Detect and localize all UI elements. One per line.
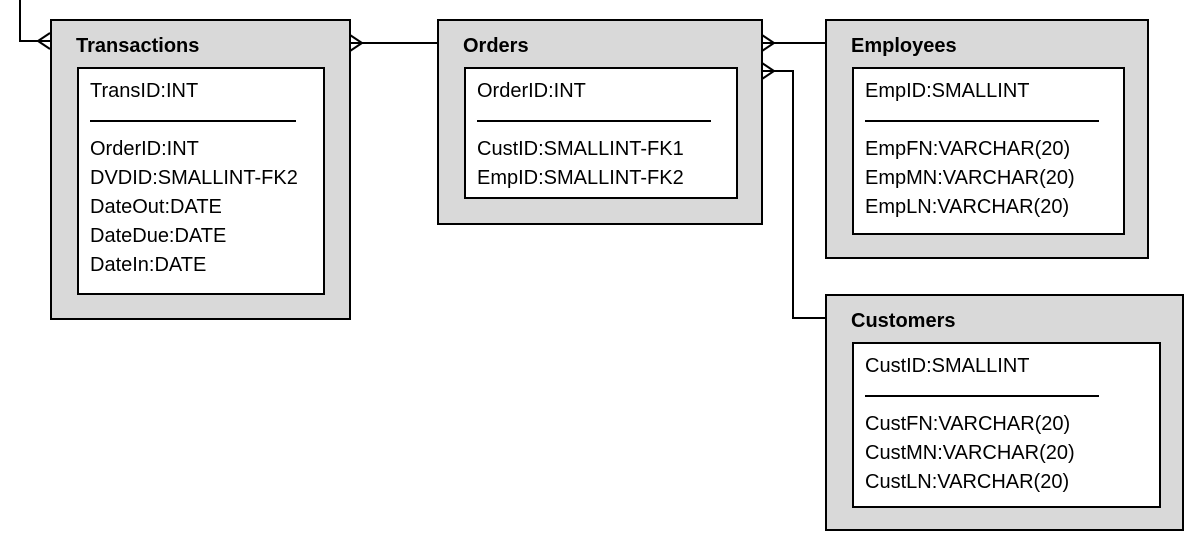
entity-customers: Customers CustID:SMALLINT CustFN:VARCHAR… — [825, 294, 1184, 531]
entity-attributes-box: TransID:INT OrderID:INT DVDID:SMALLINT-F… — [77, 67, 325, 295]
entity-title: Transactions — [76, 35, 200, 57]
primary-key: EmpID:SMALLINT — [865, 80, 1030, 102]
attribute: EmpMN:VARCHAR(20) — [865, 167, 1075, 189]
entity-attributes-box: CustID:SMALLINT CustFN:VARCHAR(20) CustM… — [852, 342, 1161, 508]
attribute: OrderID:INT — [90, 138, 199, 160]
attribute: EmpFN:VARCHAR(20) — [865, 138, 1071, 160]
attribute: DateOut:DATE — [90, 196, 222, 218]
attribute: DVDID:SMALLINT-FK2 — [90, 167, 298, 189]
attribute: CustID:SMALLINT-FK1 — [477, 138, 684, 160]
key-divider — [90, 120, 296, 122]
attribute: EmpLN:VARCHAR(20) — [865, 196, 1070, 218]
primary-key: OrderID:INT — [477, 80, 586, 102]
primary-key: CustID:SMALLINT — [865, 355, 1030, 377]
entity-orders: Orders OrderID:INT CustID:SMALLINT-FK1 E… — [437, 19, 763, 225]
entity-title: Customers — [851, 310, 956, 332]
key-divider — [477, 120, 711, 122]
entity-attributes-box: OrderID:INT CustID:SMALLINT-FK1 EmpID:SM… — [464, 67, 738, 199]
attribute: CustLN:VARCHAR(20) — [865, 471, 1070, 493]
key-divider — [865, 395, 1099, 397]
attribute: CustMN:VARCHAR(20) — [865, 442, 1075, 464]
entity-title: Orders — [463, 35, 529, 57]
attribute: DateDue:DATE — [90, 225, 227, 247]
entity-employees: Employees EmpID:SMALLINT EmpFN:VARCHAR(2… — [825, 19, 1149, 259]
crows-foot-transactions-left — [36, 32, 51, 50]
attribute: CustFN:VARCHAR(20) — [865, 413, 1071, 435]
entity-attributes-box: EmpID:SMALLINT EmpFN:VARCHAR(20) EmpMN:V… — [852, 67, 1125, 235]
relationship-line-offscreen-transactions — [19, 0, 50, 42]
crows-foot-transactions-right — [349, 34, 364, 52]
attribute: DateIn:DATE — [90, 254, 207, 276]
entity-title: Employees — [851, 35, 957, 57]
primary-key: TransID:INT — [90, 80, 199, 102]
crows-foot-orders-customers — [761, 62, 776, 80]
crows-foot-orders-employees — [761, 34, 776, 52]
entity-transactions: Transactions TransID:INT OrderID:INT DVD… — [50, 19, 351, 320]
attribute: EmpID:SMALLINT-FK2 — [477, 167, 684, 189]
relationship-line-orders-customers — [762, 70, 825, 319]
key-divider — [865, 120, 1099, 122]
